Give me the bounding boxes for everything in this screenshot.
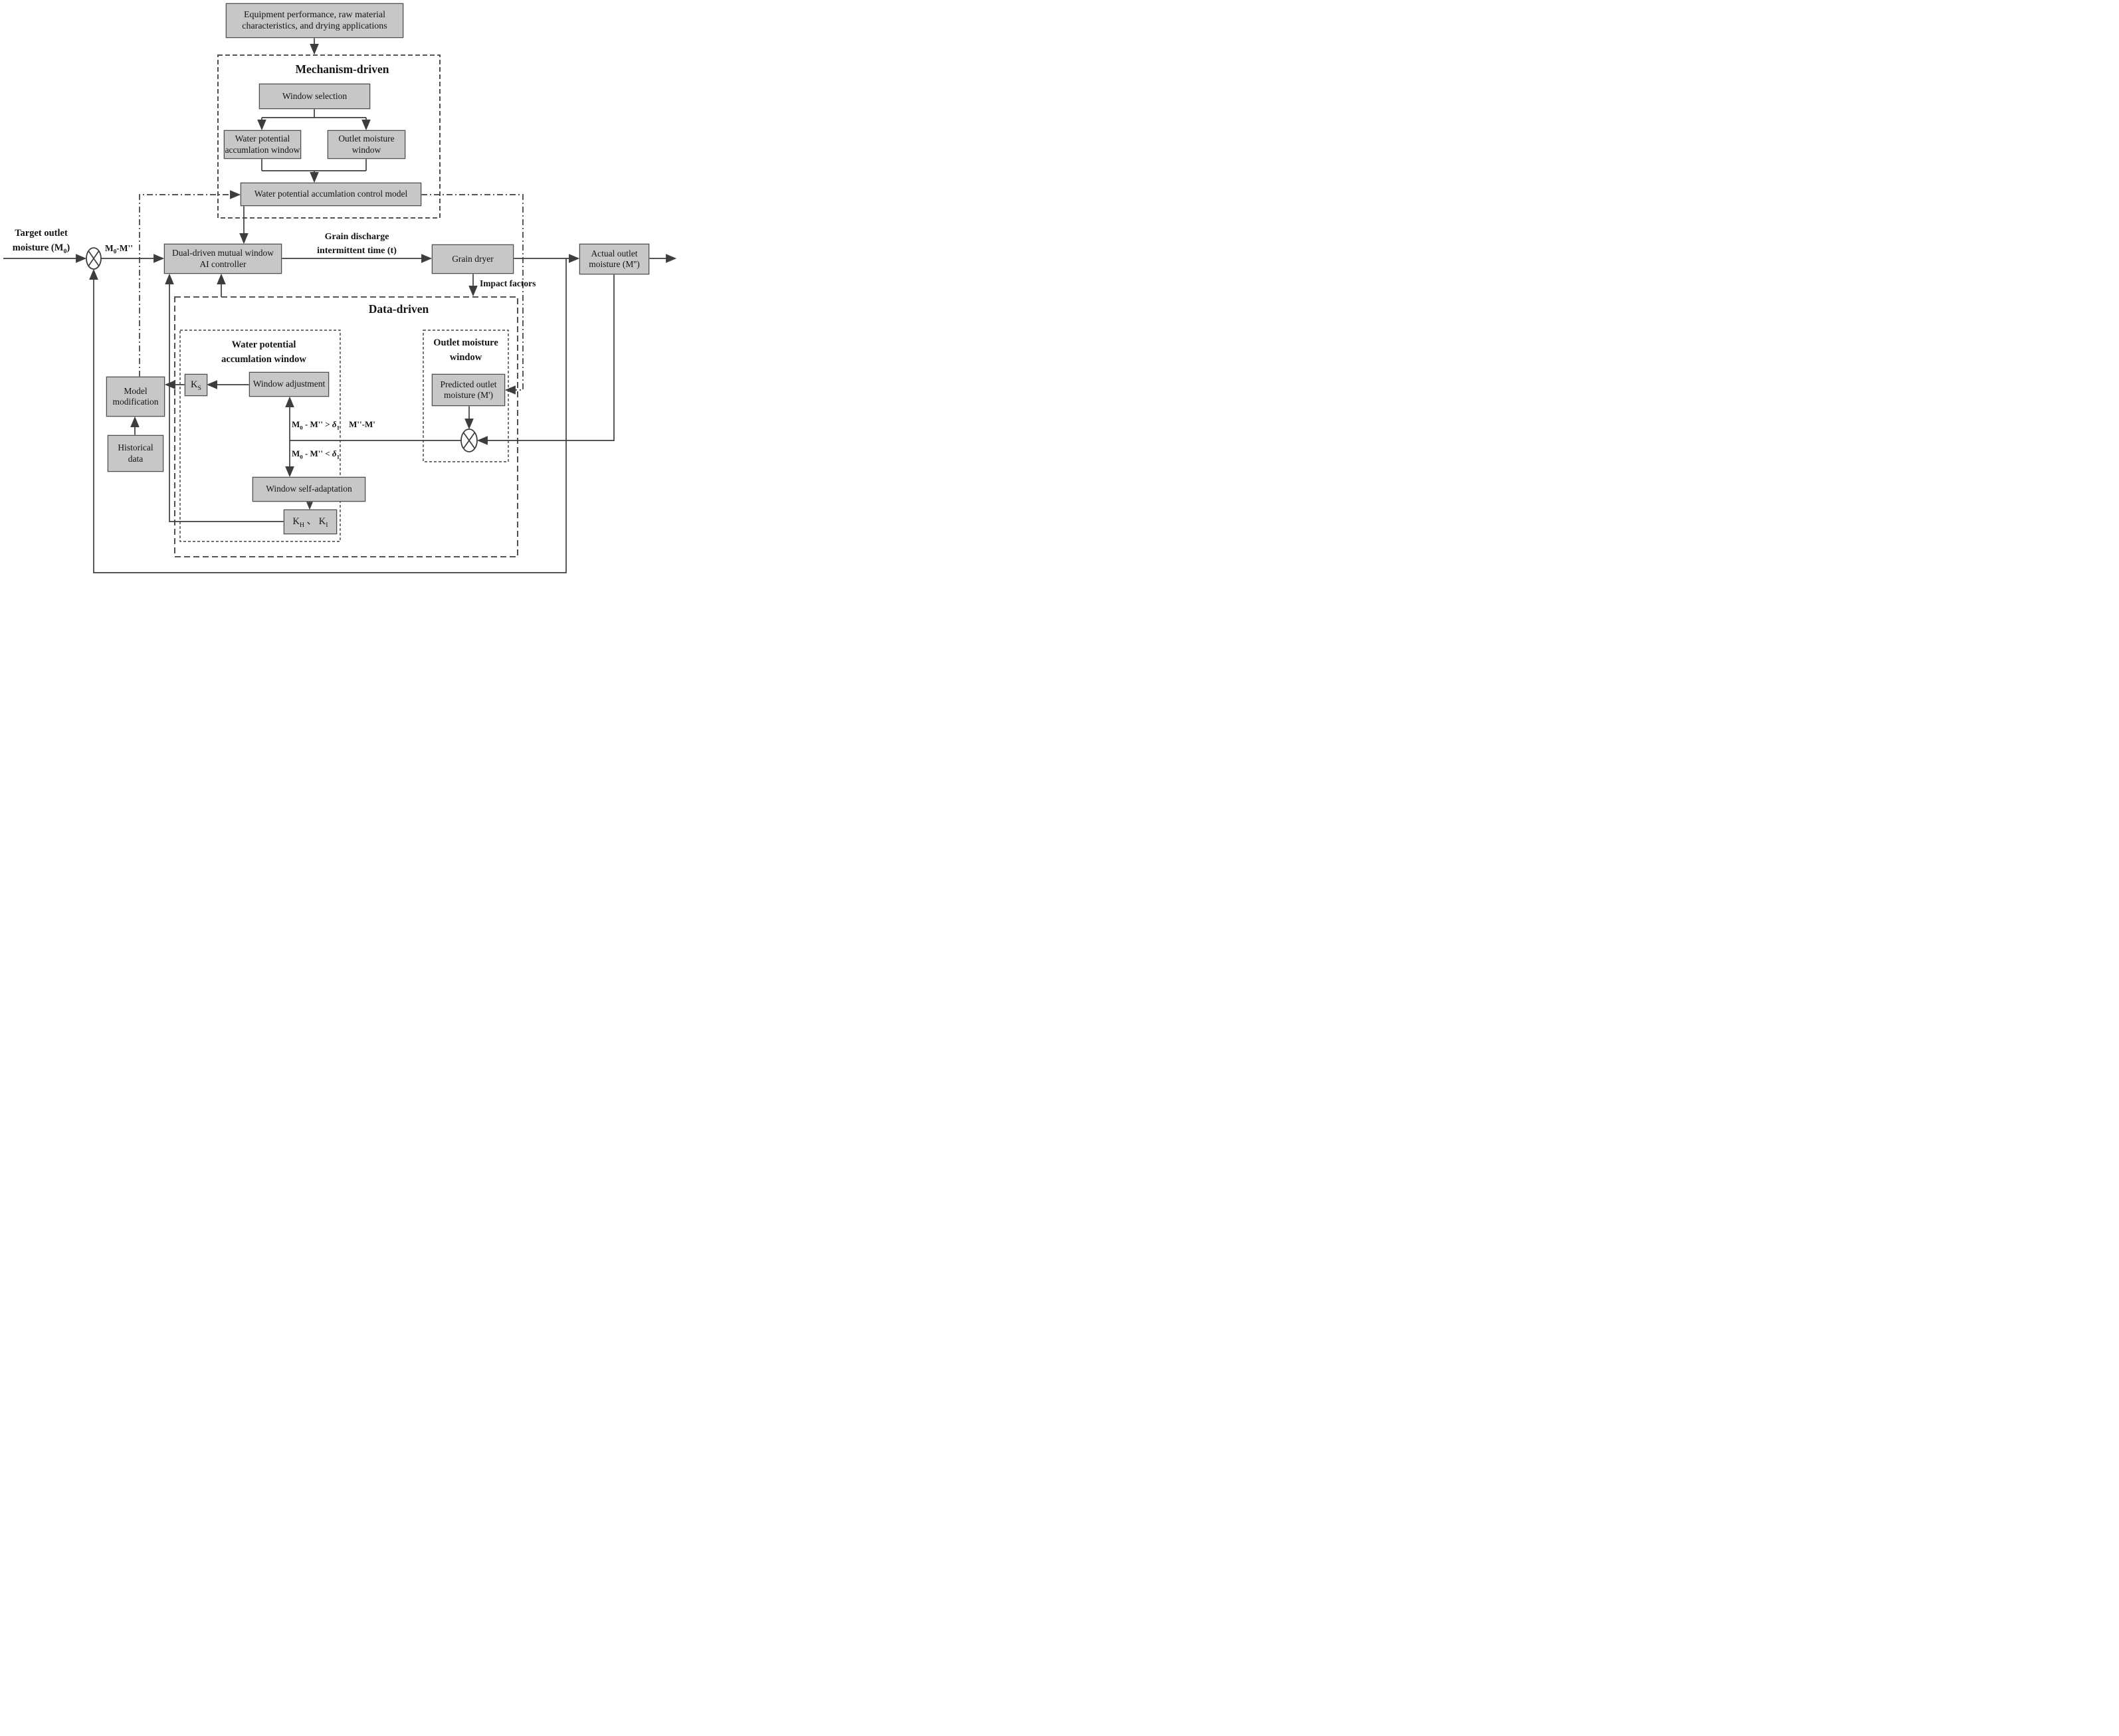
predicted-outlet-line2: moisture (M'): [443, 390, 494, 400]
model-modification-box: Model modification: [106, 377, 165, 417]
actual-outlet-box: Actual outlet moisture (M''): [579, 244, 649, 274]
sum-junction-2: [460, 429, 478, 452]
control-model-label: Water potential accumlation control mode…: [254, 189, 408, 199]
flow-diagram: Mechanism-driven Data-driven Water poten…: [0, 0, 706, 579]
actual-outlet-line1: Actual outlet: [591, 248, 638, 258]
wp-window-mech-line2: accumlation window: [225, 144, 300, 155]
wp-window-mech-line1: Water potential: [235, 134, 290, 144]
outlet-inner-title-line2: window: [449, 352, 482, 363]
historical-data-line2: data: [128, 453, 144, 464]
khki-box: KH 、 KI: [284, 510, 337, 534]
connector-layer: [3, 38, 677, 573]
control-model-box: Water potential accumlation control mode…: [241, 183, 421, 206]
grain-discharge-line1: Grain discharge: [324, 232, 389, 242]
outlet-window-mech-box: Outlet moisture window: [328, 130, 405, 159]
dashdot-control-model-to-predicted: [421, 194, 524, 395]
condition-less-label: M0 - M'' < δ1: [291, 448, 340, 460]
grain-dryer-box: Grain dryer: [432, 244, 514, 274]
target-moisture-label: Target outlet moisture (M0): [3, 227, 80, 256]
wp-window-dashed-box: [179, 330, 341, 542]
historical-data-line1: Historical: [118, 442, 153, 453]
predicted-outlet-box: Predicted outlet moisture (M'): [432, 374, 505, 406]
model-modification-line1: Model: [124, 385, 148, 396]
window-selection-label: Window selection: [282, 90, 348, 101]
equipment-line2: characteristics, and drying applications: [242, 21, 387, 31]
data-driven-dashed-box: [174, 296, 518, 557]
window-adjustment-label: Window adjustment: [252, 379, 326, 389]
wp-window-mech-box: Water potential accumlation window: [224, 130, 301, 159]
predicted-outlet-line1: Predicted outlet: [440, 379, 497, 389]
grain-dryer-label: Grain dryer: [452, 253, 494, 264]
historical-data-box: Historical data: [108, 435, 163, 472]
dashdot-modification-to-control-model: [139, 190, 241, 377]
model-modification-line2: modification: [112, 397, 159, 407]
impact-factors-label: Impact factors: [480, 278, 536, 288]
ks-label: KS: [191, 379, 201, 392]
outlet-window-mech-line1: Outlet moisture: [338, 134, 395, 144]
wp-inner-title-line2: accumlation window: [221, 354, 306, 365]
window-adjustment-box: Window adjustment: [249, 372, 329, 397]
controller-box: Dual-driven mutual window AI controller: [164, 244, 282, 274]
outlet-inner-title: Outlet moisture window: [429, 336, 503, 365]
feedback-loop-line: [89, 258, 567, 573]
outlet-window-dashed-box: [423, 330, 509, 462]
mechanism-dashed-box: [217, 54, 441, 219]
error-signal-label: M0-M'': [104, 243, 134, 255]
diff-signal-label: M''-M': [349, 419, 375, 429]
window-self-adaptation-label: Window self-adaptation: [266, 484, 352, 494]
khki-label: KH 、 KI: [292, 516, 328, 529]
wp-inner-title-line1: Water potential: [231, 339, 296, 350]
equipment-line1: Equipment performance, raw material: [243, 9, 385, 20]
outlet-window-mech-line2: window: [352, 144, 381, 155]
controller-line1: Dual-driven mutual window: [172, 248, 274, 258]
grain-discharge-line2: intermittent time (t): [317, 246, 397, 256]
data-driven-title: Data-driven: [368, 302, 429, 316]
controller-line2: AI controller: [199, 258, 247, 269]
actual-outlet-line2: moisture (M''): [589, 259, 640, 269]
ks-box: KS: [185, 374, 207, 396]
arrow-actual-to-sum2: [476, 273, 615, 445]
wp-inner-title: Water potential accumlation window: [217, 338, 310, 367]
grain-discharge-label: Grain discharge intermittent time (t): [290, 230, 423, 258]
window-selection-box: Window selection: [259, 84, 370, 109]
target-line2: moisture (M0): [12, 242, 70, 255]
mechanism-title: Mechanism-driven: [295, 62, 389, 76]
window-self-adaptation-box: Window self-adaptation: [252, 477, 365, 502]
outlet-inner-title-line1: Outlet moisture: [433, 338, 498, 348]
target-line1: Target outlet: [15, 228, 68, 239]
sum-junction-1: [86, 247, 102, 270]
condition-greater-label: M0 - M'' > δ1: [291, 419, 340, 431]
equipment-box: Equipment performance, raw material char…: [226, 3, 403, 38]
arrow-khki-to-controller: [165, 273, 284, 522]
